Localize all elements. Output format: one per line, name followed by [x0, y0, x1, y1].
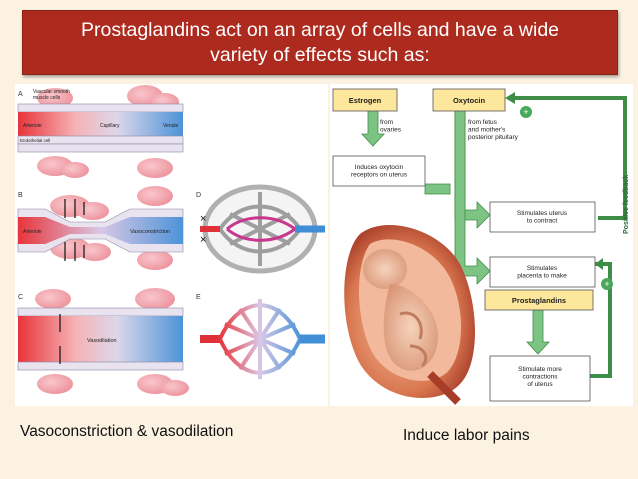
- positive-feedback-label: Positive feedback: [623, 175, 630, 234]
- labor-flow-diagram: + + Positive feedback Estrogen Oxytocin …: [332, 88, 630, 405]
- label-venule: Venule: [163, 123, 179, 129]
- fetus-head: [363, 249, 407, 289]
- feedback-arrowhead-top: [505, 92, 515, 104]
- caption-labor: Induce labor pains: [403, 427, 530, 444]
- estrogen-label: Estrogen: [349, 96, 382, 105]
- label-capillary: Capillary: [100, 123, 120, 129]
- constriction-arrows: [64, 199, 85, 261]
- estrogen-box: [332, 88, 398, 112]
- panel-label-e: E: [196, 294, 201, 301]
- oxytocin-label: Oxytocin: [453, 96, 486, 105]
- smooth-muscle-cells-c: [35, 288, 189, 396]
- panel-label-d: D: [196, 192, 201, 199]
- stimulates-placenta-box: [489, 256, 596, 288]
- plus-badge-mid: [601, 278, 613, 290]
- induces-box: [332, 155, 426, 187]
- panel-label-c: C: [18, 294, 23, 301]
- capillary-network-d: × ×: [200, 184, 325, 274]
- uterus-illustration: [344, 225, 475, 405]
- label-vasoconstriction: Vasoconstriction: [130, 229, 170, 235]
- title-banner: Prostaglandins act on an array of cells …: [22, 10, 618, 75]
- slide-title: Prostaglandins act on an array of cells …: [80, 19, 560, 66]
- plus-badge-top: [520, 106, 532, 118]
- prostaglandins-label: Prostaglandins: [512, 296, 566, 305]
- plus-mid: +: [604, 279, 609, 289]
- stimulates-uterus-box: [489, 201, 596, 233]
- prostaglandins-box: [484, 289, 594, 311]
- label-arteriole: Arteriole: [23, 123, 42, 129]
- feedback-arrowhead-mid: [595, 258, 603, 270]
- label-endothelial: Endothelial cell: [20, 138, 50, 143]
- fetus-body: [383, 284, 439, 371]
- stimulate-more-box: [489, 355, 591, 402]
- capillary-network-e: [200, 299, 325, 379]
- flow-arrows: [361, 109, 550, 355]
- panel-label-a: A: [18, 91, 23, 98]
- feedback-loops: [515, 96, 627, 378]
- label-vasodilation: Vasodilation: [87, 338, 117, 344]
- plus-top: +: [523, 107, 528, 117]
- labor-flow-figure: + + Positive feedback Estrogen Oxytocin …: [330, 84, 633, 406]
- oxytocin-box: [432, 88, 506, 112]
- svg-text:×: ×: [200, 213, 206, 225]
- caption-vasoconstriction: Vasoconstriction & vasodilation: [20, 423, 234, 440]
- svg-text:×: ×: [200, 234, 206, 246]
- smooth-muscle-cells-b: [50, 186, 173, 270]
- panel-label-b: B: [18, 192, 23, 199]
- label-arteriole-b: Arteriole: [23, 229, 42, 235]
